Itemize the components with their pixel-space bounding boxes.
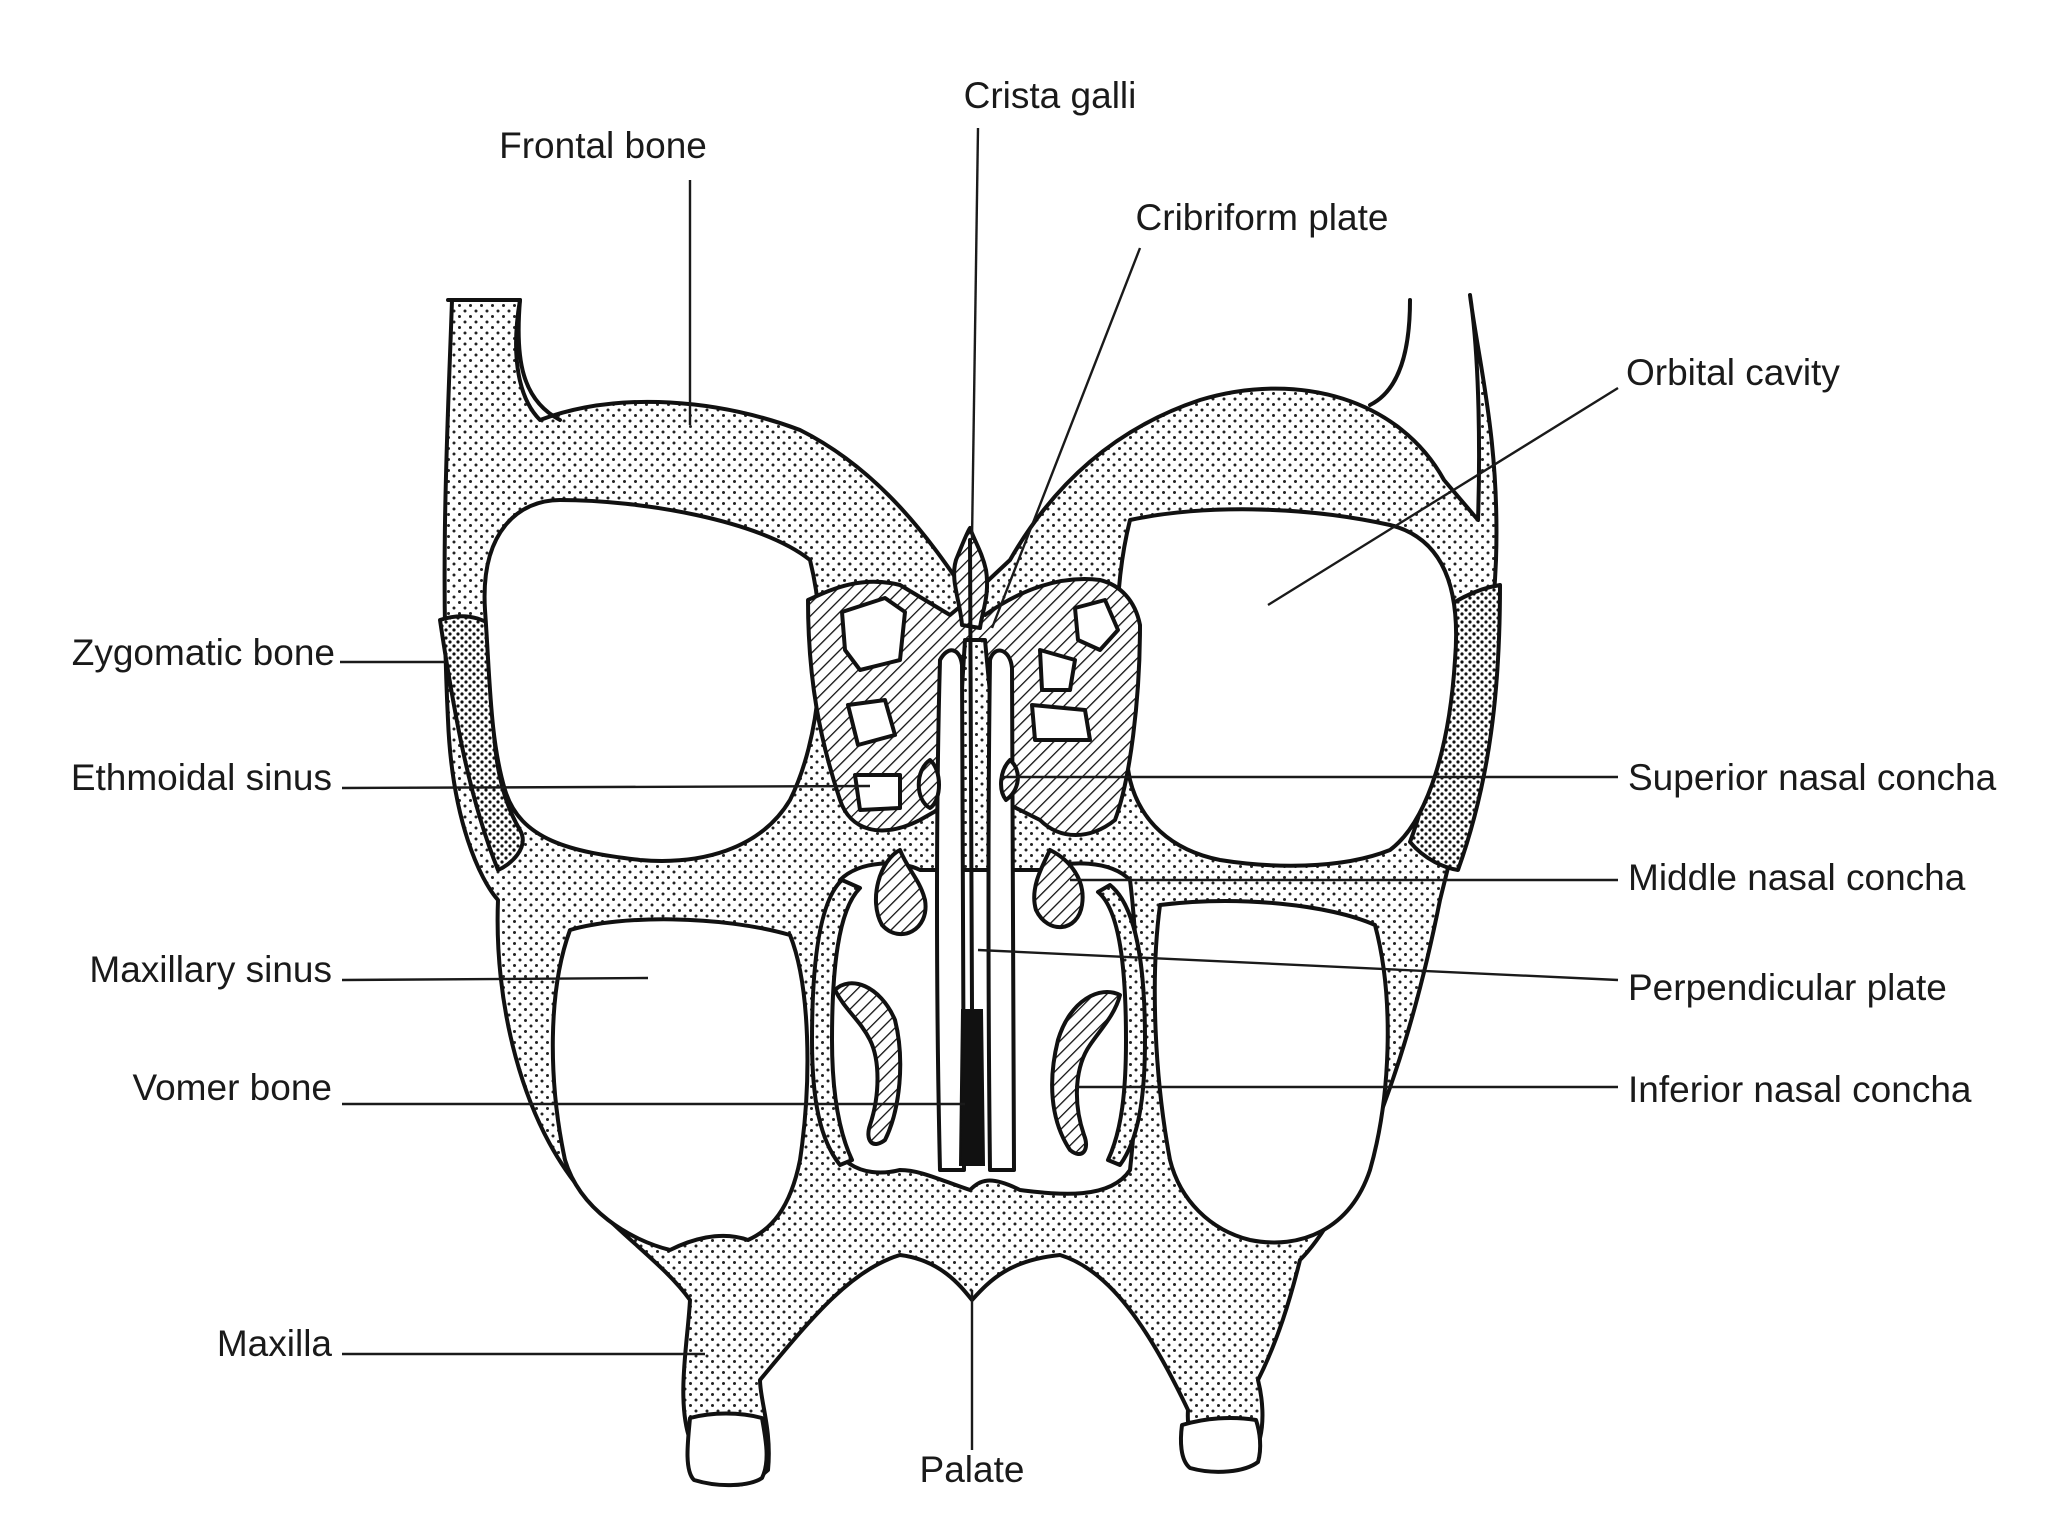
frontal-wall-left [446,298,562,422]
maxillary-sinus-right [1152,899,1390,1245]
label-maxillary-sinus: Maxillary sinus [89,949,332,990]
label-orbital-cavity: Orbital cavity [1626,352,1840,393]
septum-right-channel [986,648,1016,1172]
label-vomer-bone: Vomer bone [132,1067,332,1108]
maxillary-sinus-left [550,917,810,1252]
label-cribriform-plate: Cribriform plate [1136,197,1389,238]
middle-concha-right [1032,848,1085,929]
label-palate: Palate [920,1449,1025,1490]
ethmoid-cell [1030,703,1092,742]
leader-ethmoidal-sinus [341,784,871,790]
ethmoid-cell [1038,648,1077,692]
ethmoid-cell [846,698,897,747]
ethmoid-cell [1073,598,1120,652]
leader-orbital-cavity [1267,386,1619,607]
frontal-wall-right [1368,298,1412,407]
label-frontal-bone: Frontal bone [499,125,707,166]
label-maxilla: Maxilla [217,1323,333,1364]
tooth-left [685,1411,769,1488]
middle-concha-left [873,848,928,937]
label-perpendicular-plate: Perpendicular plate [1628,967,1947,1008]
orbital-cavity-left [482,498,823,863]
ethmoid-cell [840,596,907,672]
leader-maxillary-sinus [341,976,649,982]
label-ethmoidal-sinus: Ethmoidal sinus [71,757,332,798]
leader-cribriform-plate [990,247,1142,629]
inferior-concha-right [1050,990,1122,1156]
label-zygomatic-bone: Zygomatic bone [72,632,335,673]
label-crista-galli: Crista galli [964,75,1137,116]
lateral-nasal-wall-left [810,878,862,1167]
tooth-right [1179,1415,1263,1474]
label-middle-nasal-concha: Middle nasal concha [1628,857,1966,898]
leader-perpendicular-plate [977,948,1619,982]
superior-concha-left [916,758,941,810]
label-superior-nasal-concha: Superior nasal concha [1628,757,1997,798]
ethmoid-cell [853,773,902,812]
label-inferior-nasal-concha: Inferior nasal concha [1628,1069,1972,1110]
perpendicular-plate-shape [968,538,974,1012]
leader-crista-galli [970,127,980,541]
lateral-nasal-wall-right [1096,883,1147,1167]
superior-concha-right [999,758,1020,802]
vomer-shape [958,1009,986,1166]
labels: Crista galli Frontal bone Cribriform pla… [71,75,1997,1490]
orbital-cavity-right [1114,507,1459,868]
septum-left-channel [935,648,966,1172]
leader-lines [340,127,1619,1450]
